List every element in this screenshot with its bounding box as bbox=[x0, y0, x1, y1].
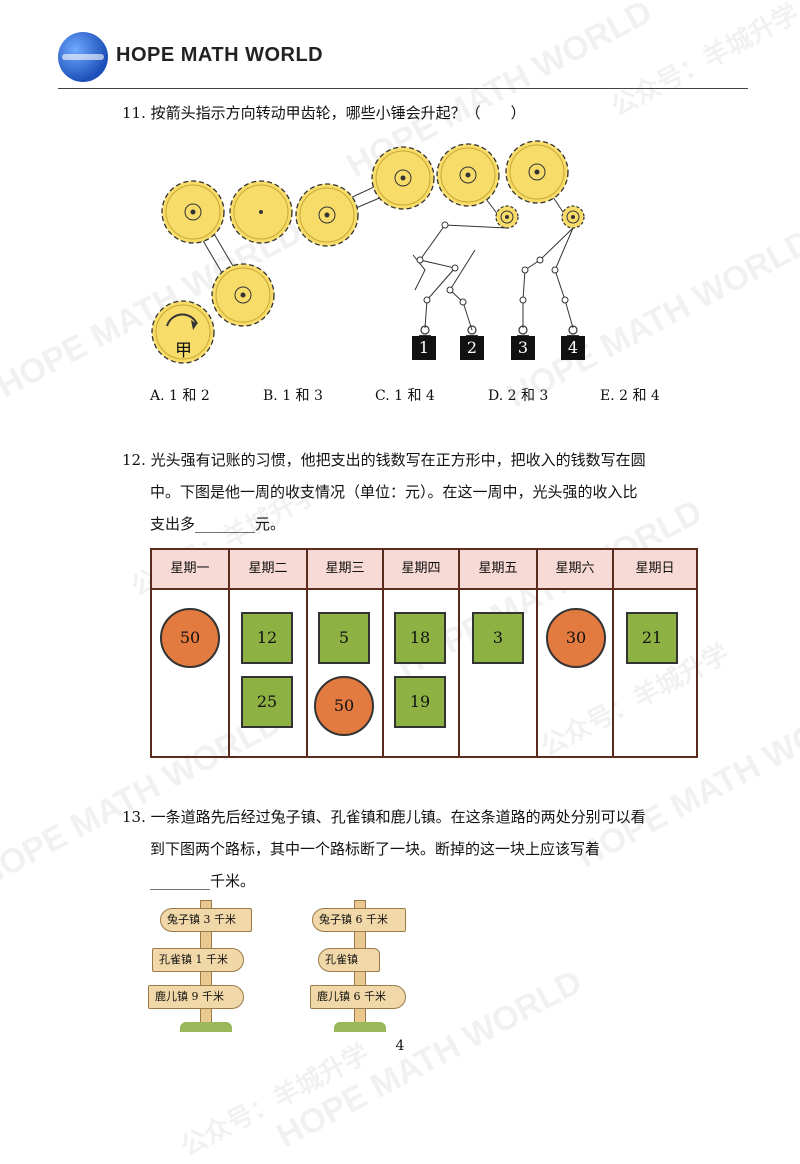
choice-a[interactable]: A. 1 和 2 bbox=[150, 388, 210, 404]
gear-jia-label: 甲 bbox=[175, 341, 192, 361]
sign-board: 兔子镇 3 千米 bbox=[160, 908, 252, 932]
sign-board: 鹿儿镇 9 千米 bbox=[148, 985, 244, 1009]
page-number: 4 bbox=[395, 1038, 405, 1054]
grass bbox=[334, 1022, 386, 1032]
day-header: 星期四 bbox=[384, 550, 458, 590]
choice-c[interactable]: C. 1 和 4 bbox=[375, 388, 435, 404]
hammer-1: 1 bbox=[412, 336, 436, 360]
hammer-3: 3 bbox=[511, 336, 535, 360]
day-header: 星期五 bbox=[460, 550, 536, 590]
question-12-line-1: 12. 光头强有记账的习惯，他把支出的钱数写在正方形中，把收入的钱数写在圆 bbox=[122, 451, 646, 469]
income-circle: 50 bbox=[160, 608, 220, 668]
weekly-ledger-table: 星期一 50 星期二 12 25 星期三 5 50 星期四 18 19 星期五 … bbox=[150, 548, 698, 758]
expense-square: 12 bbox=[241, 612, 293, 664]
expense-square: 21 bbox=[626, 612, 678, 664]
question-13-line-2: 到下图两个路标，其中一个路标断了一块。断掉的这一块上应该写着 bbox=[150, 840, 601, 858]
question-13-line-3: ________千米。 bbox=[150, 872, 256, 890]
question-11-text: 11. 按箭头指示方向转动甲齿轮，哪些小锤会升起？（ ） bbox=[122, 104, 526, 122]
day-header: 星期日 bbox=[614, 550, 696, 590]
grass bbox=[180, 1022, 232, 1032]
pulley bbox=[561, 205, 585, 229]
gear bbox=[505, 140, 569, 204]
brand-title: HOPE MATH WORLD bbox=[116, 44, 324, 66]
pulley bbox=[495, 205, 519, 229]
globe-logo-icon bbox=[58, 32, 108, 82]
day-column-sat: 星期六 30 bbox=[538, 550, 614, 756]
header-divider bbox=[58, 88, 748, 89]
sign-board: 鹿儿镇 6 千米 bbox=[310, 985, 406, 1009]
day-column-fri: 星期五 3 bbox=[460, 550, 538, 756]
hammer-4: 4 bbox=[561, 336, 585, 360]
question-13-line-1: 13. 一条道路先后经过兔子镇、孔雀镇和鹿儿镇。在这条道路的两处分别可以看 bbox=[122, 808, 646, 826]
day-column-mon: 星期一 50 bbox=[152, 550, 230, 756]
page-header: HOPE MATH WORLD bbox=[58, 30, 748, 88]
sign-board: 兔子镇 6 千米 bbox=[312, 908, 406, 932]
gear bbox=[229, 180, 293, 244]
income-circle: 50 bbox=[314, 676, 374, 736]
expense-square: 3 bbox=[472, 612, 524, 664]
gear bbox=[211, 263, 275, 327]
day-header: 星期一 bbox=[152, 550, 228, 590]
choice-d[interactable]: D. 2 和 3 bbox=[488, 388, 549, 404]
gear bbox=[161, 180, 225, 244]
choice-e[interactable]: E. 2 和 4 bbox=[600, 388, 660, 404]
day-header: 星期三 bbox=[308, 550, 382, 590]
gear bbox=[371, 146, 435, 210]
income-circle: 30 bbox=[546, 608, 606, 668]
expense-square: 25 bbox=[241, 676, 293, 728]
sign-board-broken: 孔雀镇 bbox=[318, 948, 380, 972]
rotation-arrow-icon bbox=[166, 313, 198, 327]
day-column-tue: 星期二 12 25 bbox=[230, 550, 308, 756]
sign-board: 孔雀镇 1 千米 bbox=[152, 948, 244, 972]
day-column-wed: 星期三 5 50 bbox=[308, 550, 384, 756]
gear bbox=[436, 143, 500, 207]
day-column-sun: 星期日 21 bbox=[614, 550, 696, 756]
hammer-2: 2 bbox=[460, 336, 484, 360]
day-header: 星期二 bbox=[230, 550, 306, 590]
day-column-thu: 星期四 18 19 bbox=[384, 550, 460, 756]
day-header: 星期六 bbox=[538, 550, 612, 590]
gear-diagram bbox=[151, 140, 585, 364]
choice-b[interactable]: B. 1 和 3 bbox=[263, 388, 323, 404]
expense-square: 19 bbox=[394, 676, 446, 728]
expense-square: 5 bbox=[318, 612, 370, 664]
expense-square: 18 bbox=[394, 612, 446, 664]
question-12-line-2: 中。下图是他一周的收支情况（单位：元）。在这一周中，光头强的收入比 bbox=[150, 483, 638, 501]
gear bbox=[295, 183, 359, 247]
question-12-line-3: 支出多________元。 bbox=[150, 515, 286, 533]
